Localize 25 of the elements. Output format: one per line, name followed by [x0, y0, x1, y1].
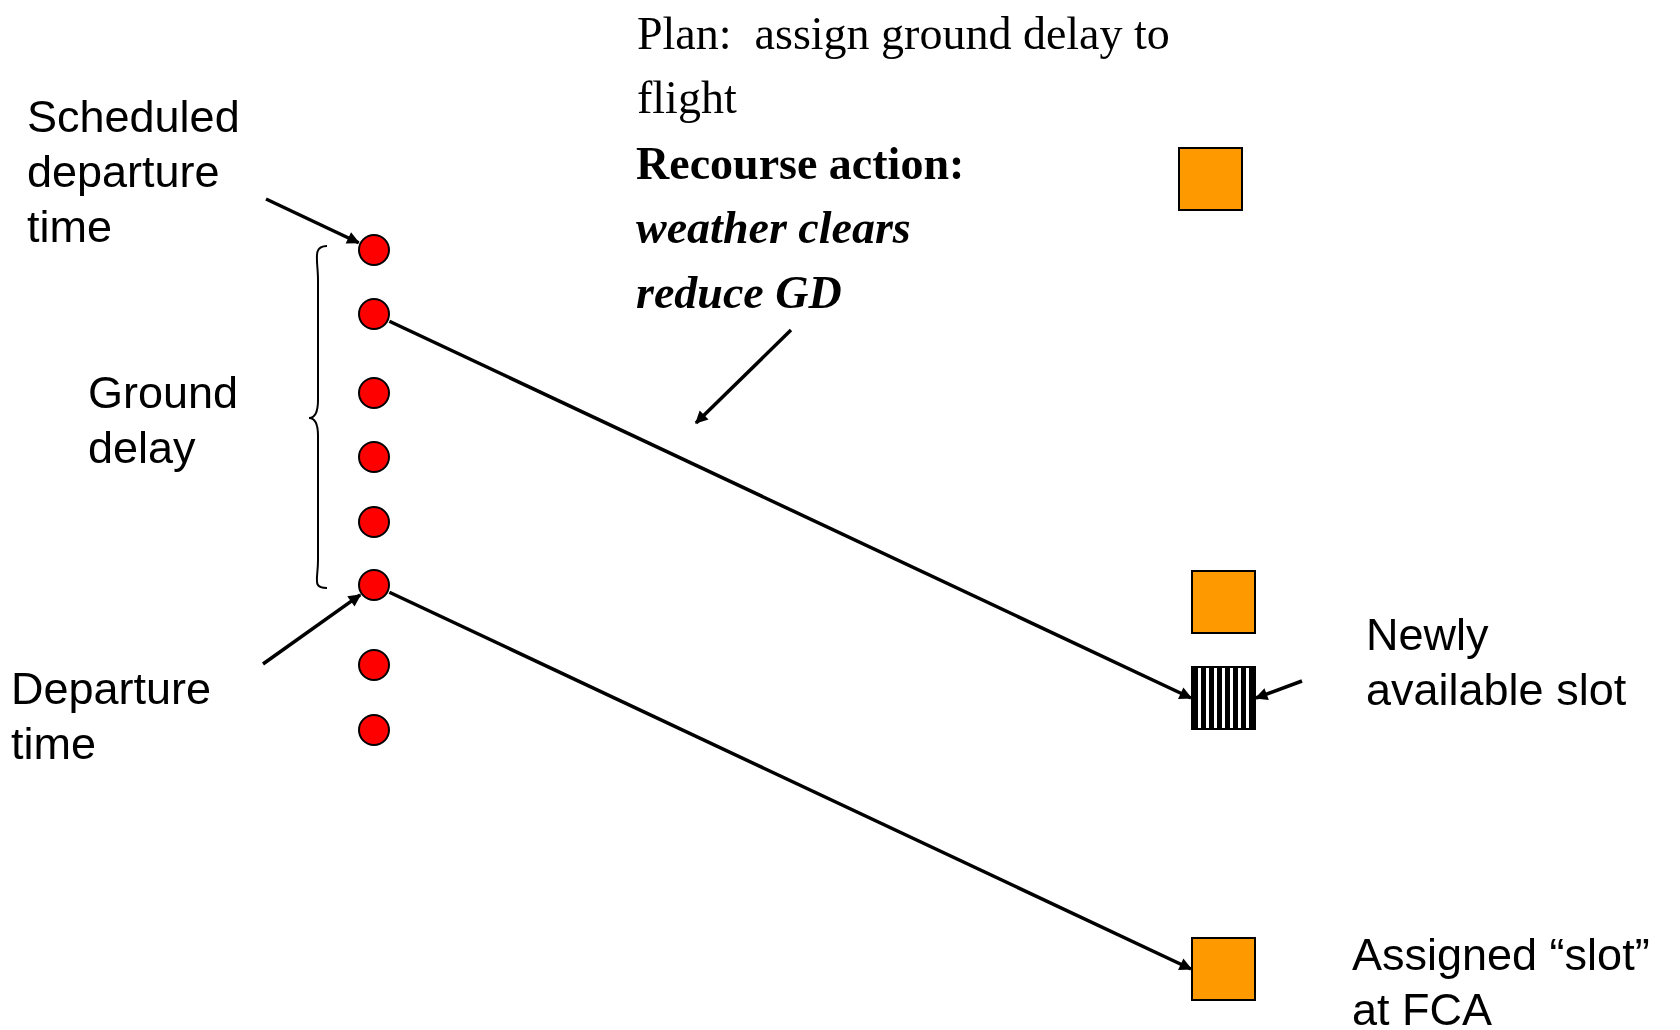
slot-square — [1191, 570, 1256, 634]
slot-square — [1191, 937, 1256, 1001]
flight-dot — [358, 377, 390, 409]
flight-dot — [358, 234, 390, 266]
arrow — [265, 197, 360, 245]
flight-dot — [358, 506, 390, 538]
flight-dot — [358, 569, 390, 601]
flight-dot — [358, 714, 390, 746]
label-text: Ground delay — [88, 366, 240, 475]
available-slot-square — [1191, 666, 1256, 730]
label-text: Scheduled departure time — [27, 90, 241, 254]
heading-text: Recourse action: — [636, 137, 966, 191]
slot-square — [1178, 147, 1243, 211]
flight-dot — [358, 298, 390, 330]
annotation-text: weather clears reduce GD — [636, 201, 912, 320]
leader-arrow — [694, 328, 793, 425]
arrow — [388, 590, 1193, 971]
flight-dot — [358, 441, 390, 473]
label-text: Departure time — [11, 662, 213, 771]
arrow — [388, 319, 1193, 700]
plan-text: Plan: assign ground delay to flight — [637, 7, 1171, 126]
label-text: Newly available slot — [1366, 608, 1628, 717]
flight-dot — [358, 649, 390, 681]
arrow — [262, 593, 362, 666]
label-text: Assigned “slot” at FCA — [1352, 928, 1651, 1030]
